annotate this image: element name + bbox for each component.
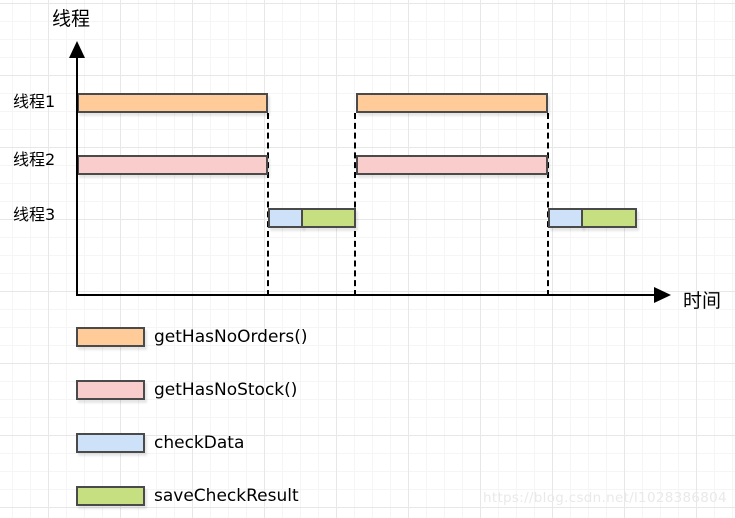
x-axis-arrow-icon	[654, 287, 671, 303]
legend-swatch-saveCheckResult	[76, 486, 145, 506]
legend-row: getHasNoOrders()	[76, 327, 308, 347]
legend-swatch-getHasNoOrders	[76, 327, 145, 347]
legend-swatch-checkData	[76, 433, 145, 453]
legend-label: getHasNoOrders()	[154, 327, 308, 347]
task-bar-saveCheckResult	[581, 208, 637, 228]
task-bar-getHasNoOrders	[356, 93, 548, 113]
task-bar-checkData	[548, 208, 583, 228]
legend-row: saveCheckResult	[76, 486, 299, 506]
guide-line	[354, 113, 356, 296]
y-axis-arrow-icon	[69, 41, 85, 58]
thread-label: 线程3	[13, 205, 56, 224]
watermark-text: https://blog.csdn.net/l1028386804	[483, 490, 727, 506]
task-bar-checkData	[268, 208, 303, 228]
y-axis-line	[76, 50, 78, 296]
task-bar-getHasNoOrders	[77, 93, 268, 113]
task-bar-getHasNoStock	[356, 155, 548, 175]
x-axis-title: 时间	[683, 290, 722, 312]
legend-label: checkData	[154, 433, 245, 453]
legend-swatch-getHasNoStock	[76, 380, 145, 400]
y-axis-title: 线程	[52, 8, 91, 30]
x-axis-line	[76, 294, 657, 296]
guide-line	[547, 113, 549, 296]
legend-row: getHasNoStock()	[76, 380, 297, 400]
thread-label: 线程1	[13, 92, 56, 111]
legend-row: checkData	[76, 433, 244, 453]
task-bar-getHasNoStock	[77, 155, 268, 175]
task-bar-saveCheckResult	[301, 208, 356, 228]
legend-label: getHasNoStock()	[154, 380, 298, 400]
guide-line	[267, 113, 269, 296]
thread-label: 线程2	[13, 150, 56, 169]
legend-label: saveCheckResult	[154, 486, 299, 506]
